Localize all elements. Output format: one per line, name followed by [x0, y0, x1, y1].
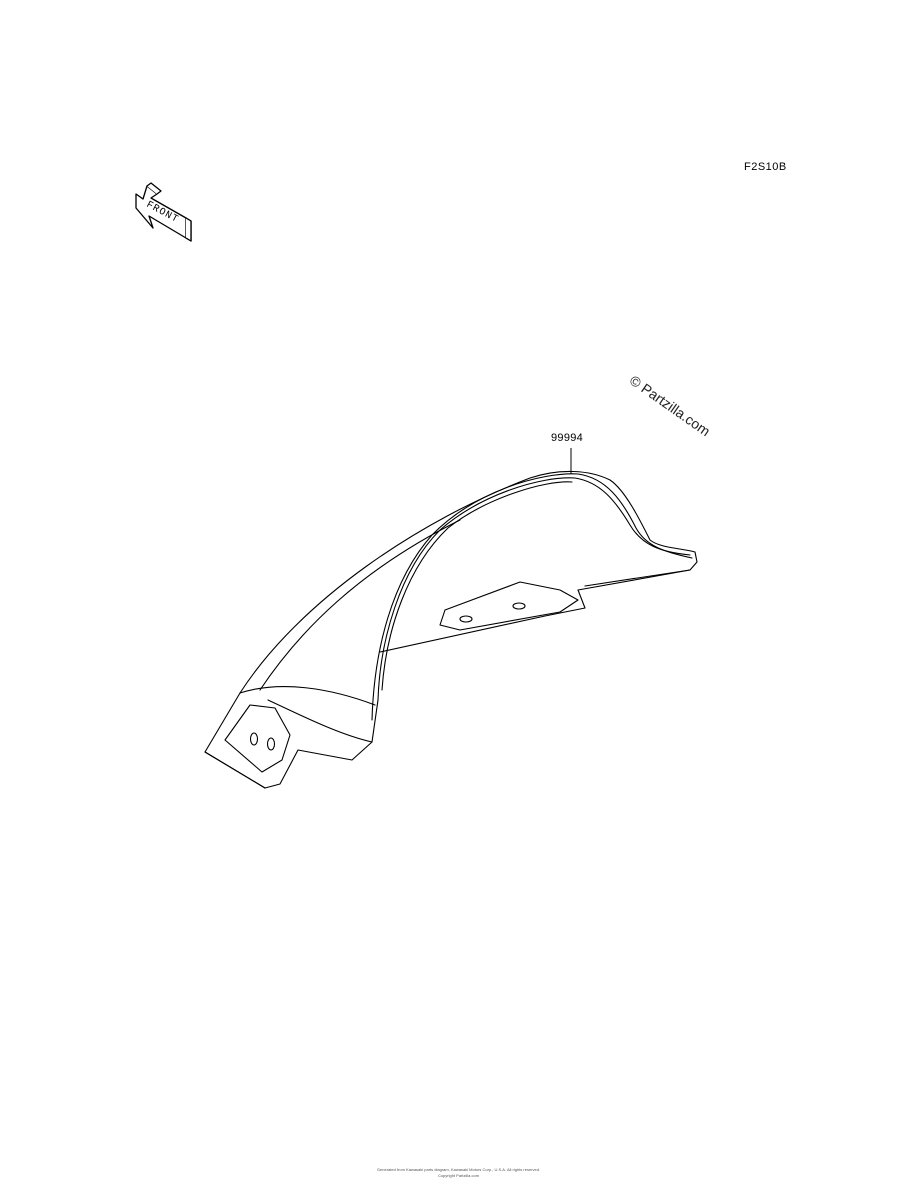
footer-line-1: Generated from Kawasaki parts diagram, K… — [376, 1167, 541, 1172]
footer-line-2: Copyright Partzilla.com — [437, 1173, 480, 1178]
part-callout-99994[interactable]: 99994 — [551, 432, 584, 444]
figure-code: F2S10B — [744, 161, 787, 173]
windshield-drawing — [204, 470, 698, 789]
front-arrow-icon: FRONT — [135, 182, 192, 242]
footer: Generated from Kawasaki parts diagram, K… — [0, 1167, 917, 1179]
